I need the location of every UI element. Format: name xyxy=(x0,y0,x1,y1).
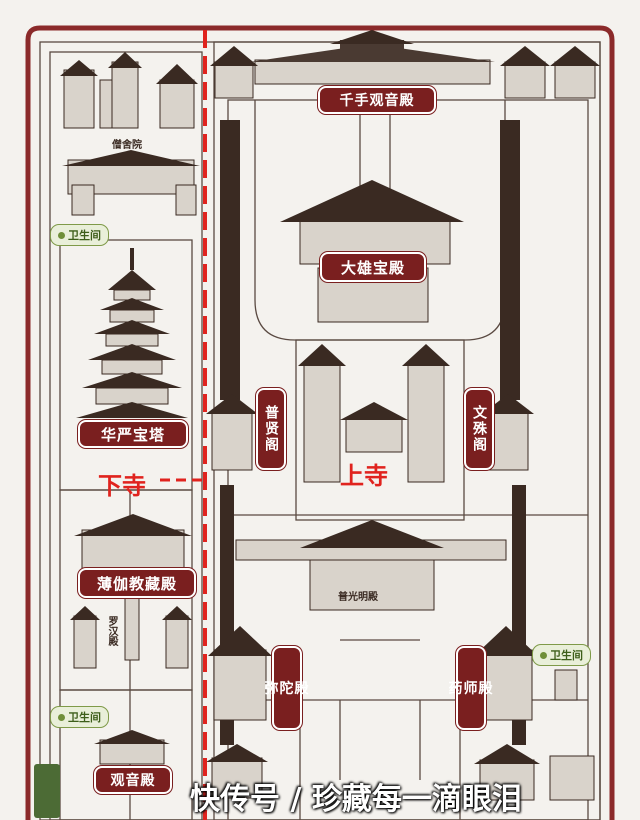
toilet-icon xyxy=(58,231,65,239)
hall-label-huayan-pagoda[interactable]: 华严宝塔 xyxy=(78,420,188,448)
puguangming-hall-building xyxy=(235,520,507,611)
hall-label-mituo[interactable]: 弥陀殿 xyxy=(265,646,309,730)
publisher-logo-icon xyxy=(34,764,60,818)
hall-label-qianshou[interactable]: 千手观音殿 xyxy=(318,86,436,114)
sengshe-hall xyxy=(62,150,200,216)
toilet-marker-left-lower[interactable]: 卫生间 xyxy=(50,706,109,728)
bottom-row-buildings xyxy=(206,744,595,801)
hall-label-yaoshi[interactable]: 药师殿 xyxy=(449,646,493,730)
toilet-label: 卫生间 xyxy=(550,649,583,662)
toilet-label: 卫生间 xyxy=(68,229,101,242)
qianshou-building xyxy=(250,30,495,85)
label-sengshe: 僧舍院 xyxy=(112,140,142,151)
road-network xyxy=(39,41,601,820)
toilet-marker-right[interactable]: 卫生间 xyxy=(532,644,591,666)
toilet-label: 卫生间 xyxy=(68,711,101,724)
label-luohan: 罗汉殿 xyxy=(106,616,117,646)
huayan-pagoda xyxy=(76,248,188,418)
hall-label-puxian[interactable]: 普贤阁 xyxy=(256,388,286,470)
hall-label-wenshu[interactable]: 文殊阁 xyxy=(464,388,494,470)
watermark-text: 快传号 / 珍藏每一滴眼泪 xyxy=(190,782,522,817)
hall-label-bojia[interactable]: 薄伽教藏殿 xyxy=(78,568,196,598)
section-label-lower-temple: 下寺 xyxy=(98,472,146,500)
hall-label-daxiong[interactable]: 大雄宝殿 xyxy=(320,252,426,282)
inner-pavilions xyxy=(206,344,534,483)
toilet-marker-left-upper[interactable]: 卫生间 xyxy=(50,224,109,246)
section-label-upper-temple: 上寺 xyxy=(340,462,388,490)
corner-towers-top xyxy=(210,46,600,99)
bojia-hall-building xyxy=(70,514,192,669)
sengshe-compound xyxy=(60,52,198,129)
outer-wall xyxy=(25,25,615,820)
hall-label-puguangming[interactable]: 普光明殿 xyxy=(338,592,378,603)
toilet-icon xyxy=(58,713,65,721)
daxiong-hall-building xyxy=(280,180,464,323)
toilet-icon xyxy=(540,651,547,659)
guanyin-hall-building xyxy=(94,730,170,765)
hall-label-guanyin[interactable]: 观音殿 xyxy=(94,766,172,794)
